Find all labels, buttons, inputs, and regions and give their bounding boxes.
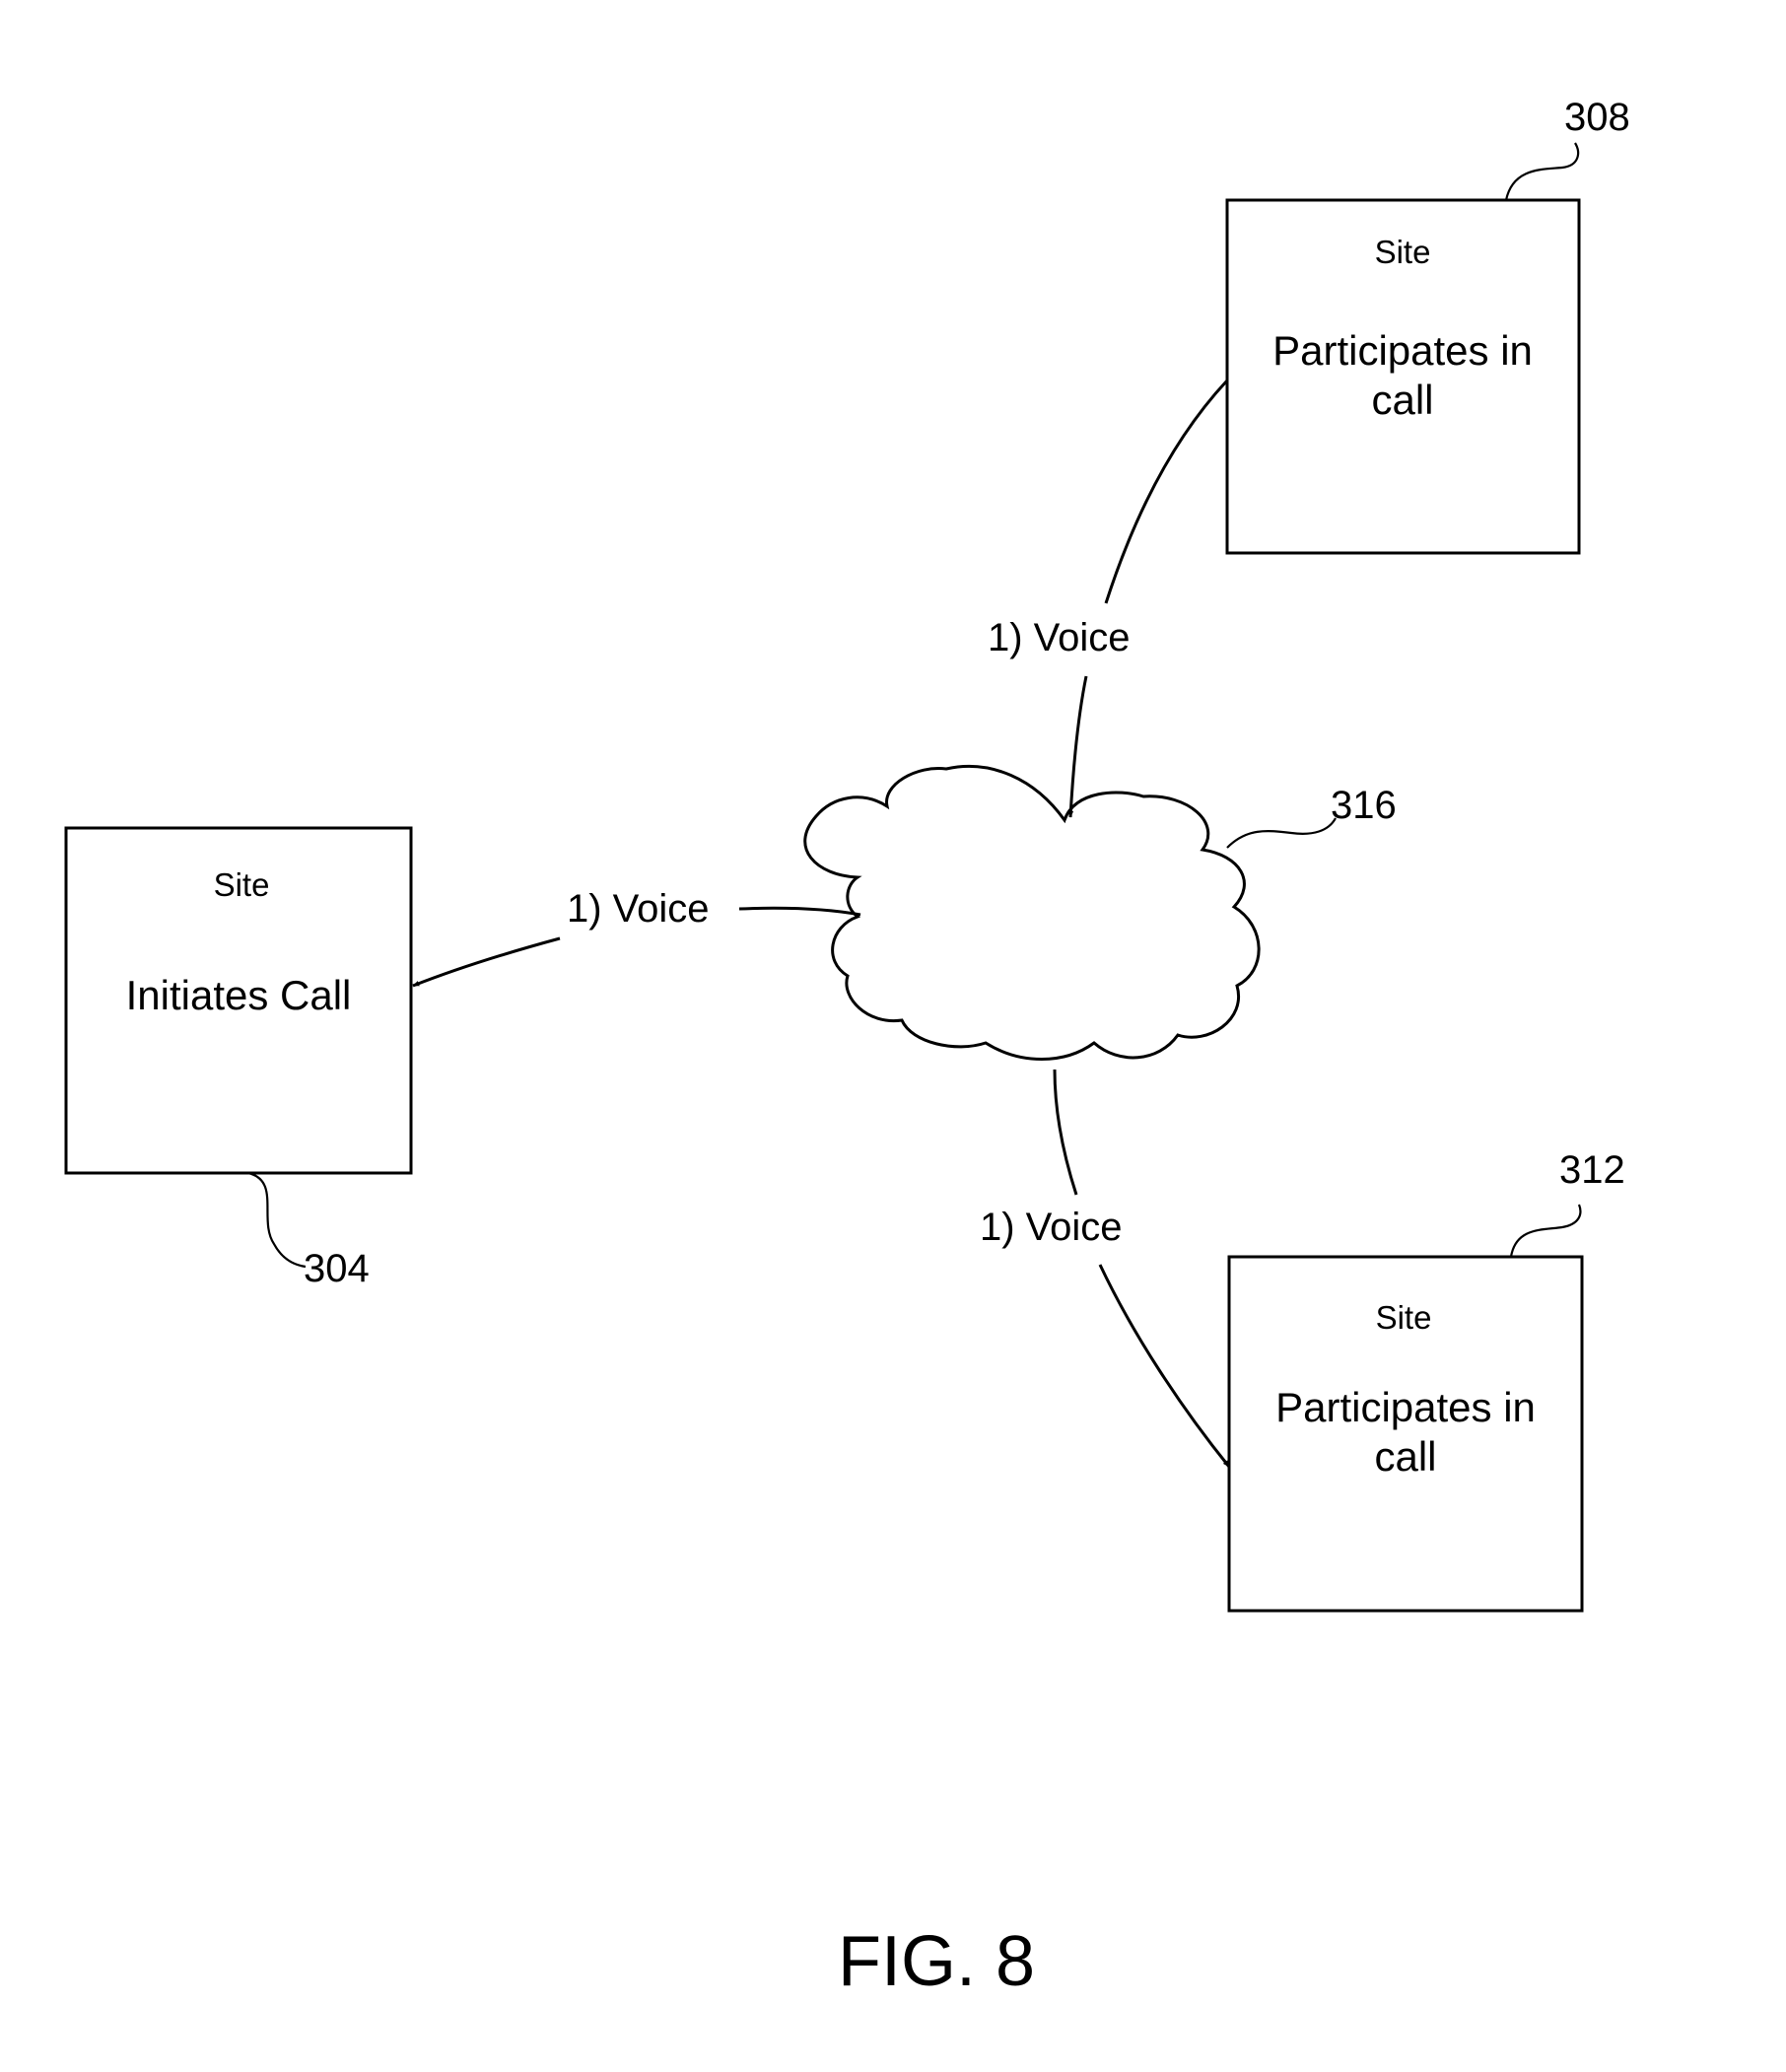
site-308-description-line1: Participates in — [1272, 327, 1533, 374]
site-312-description-line2: call — [1374, 1433, 1436, 1480]
site-304-box: Site Initiates Call — [66, 828, 411, 1173]
ref-304-label: 304 — [304, 1247, 370, 1290]
site-312-box: Site Participates in call — [1229, 1257, 1582, 1611]
voice-label-to-304: 1) Voice — [567, 887, 710, 931]
site-308-box: Site Participates in call — [1227, 200, 1579, 553]
ref-312-leader — [1511, 1205, 1580, 1257]
site-312-title: Site — [1376, 1299, 1432, 1336]
voice-label-from-308: 1) Voice — [988, 616, 1131, 659]
ref-304-leader — [248, 1173, 306, 1267]
ref-308-label: 308 — [1564, 96, 1630, 139]
network-cloud-icon — [805, 766, 1259, 1059]
site-308-title: Site — [1375, 234, 1431, 270]
ref-312-label: 312 — [1559, 1148, 1625, 1192]
voice-flow-to-304-arrow — [413, 938, 560, 986]
voice-flow-from-308-line-a — [1106, 380, 1227, 603]
figure-label: FIG. 8 — [838, 1922, 1035, 2001]
site-312-description-line1: Participates in — [1275, 1384, 1536, 1430]
voice-flow-from-308-arrow — [1070, 676, 1086, 817]
ref-316-leader — [1227, 818, 1336, 848]
voice-flow-to-312-arrow — [1100, 1265, 1229, 1467]
voice-flow-to-312-line-a — [1055, 1070, 1076, 1195]
site-304-description: Initiates Call — [126, 972, 352, 1018]
voice-label-to-312: 1) Voice — [980, 1206, 1123, 1249]
ref-308-leader — [1506, 143, 1578, 200]
site-304-title: Site — [214, 866, 270, 903]
voice-flow-to-304-line-a — [739, 908, 860, 915]
site-308-description-line2: call — [1371, 377, 1433, 423]
ref-316-label: 316 — [1331, 784, 1397, 827]
